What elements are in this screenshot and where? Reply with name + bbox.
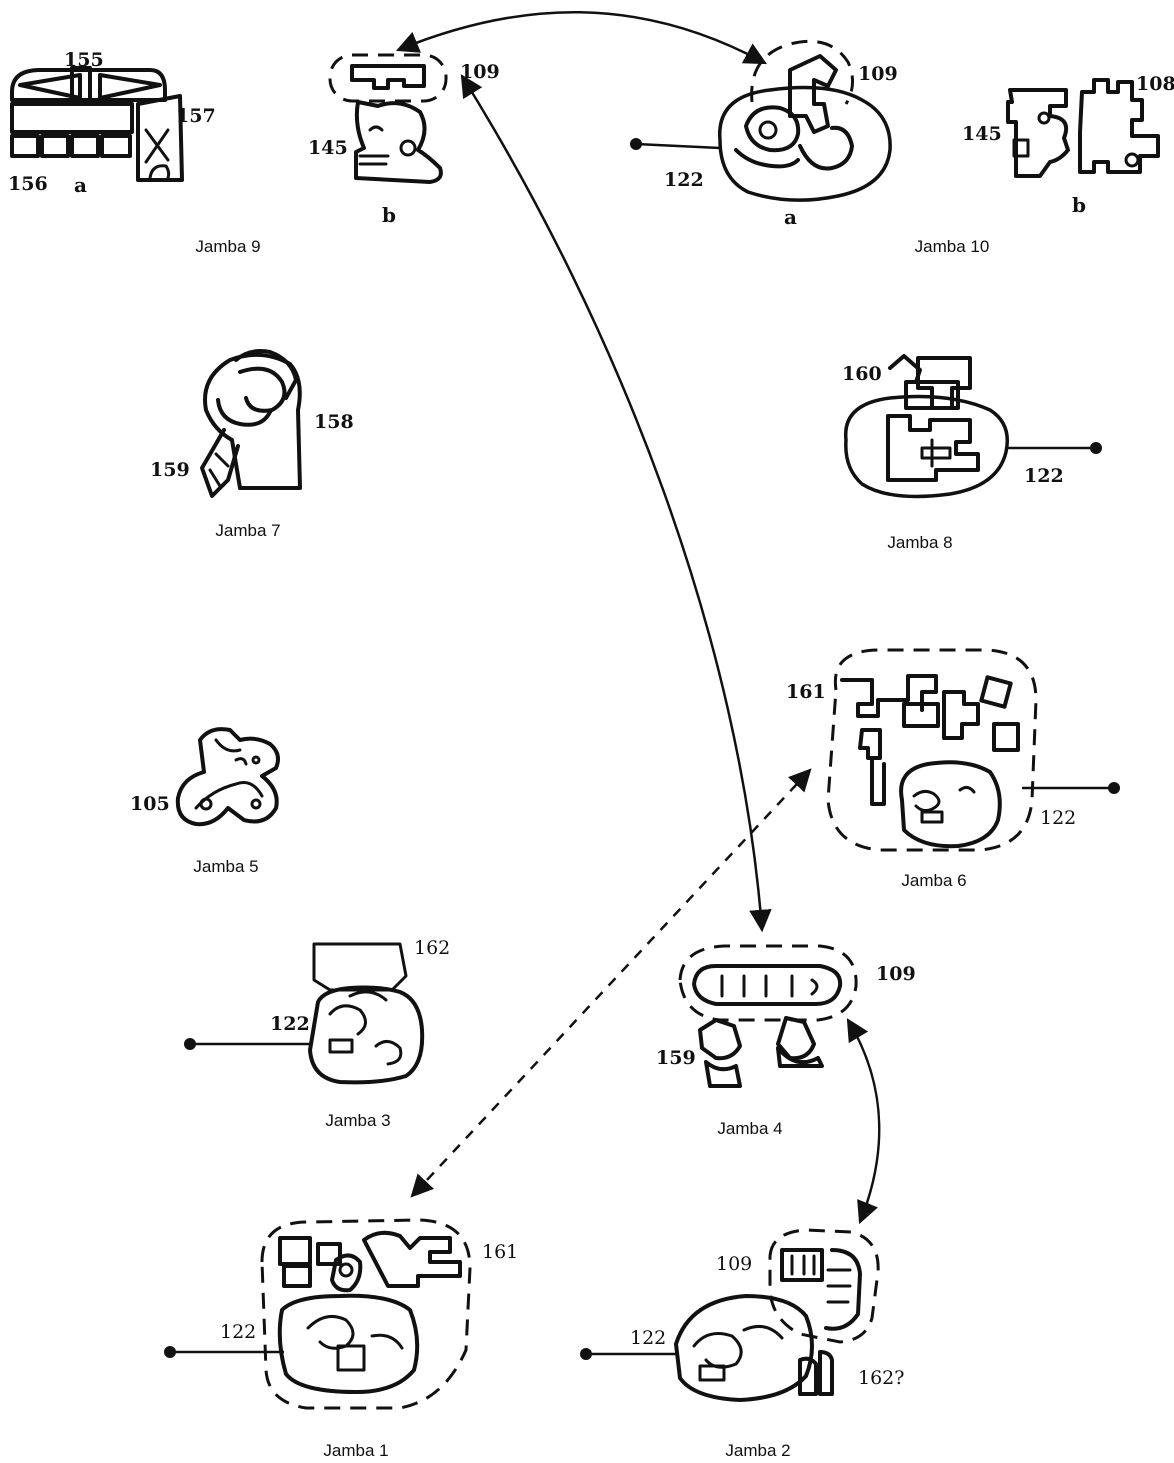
label-122: 122 (1024, 465, 1064, 487)
connector-9b-4 (462, 76, 762, 930)
caption-jamba-2: Jamba 2 (725, 1441, 790, 1460)
jamba-5: 105 Jamba 5 (130, 729, 278, 876)
jamba-10: 109 122 a 108 145 b Jamba 10 (630, 41, 1174, 256)
label-158: 158 (314, 411, 354, 433)
caption-jamba-5: Jamba 5 (193, 857, 258, 876)
label-109: 109 (716, 1253, 752, 1275)
label-145: 145 (308, 137, 348, 159)
label-159: 159 (656, 1047, 696, 1069)
glyph-3 (310, 944, 422, 1082)
caption-jamba-1: Jamba 1 (323, 1441, 388, 1460)
label-122: 122 (220, 1321, 256, 1343)
glyph-9b (330, 55, 446, 182)
glyph-7 (202, 351, 300, 496)
jamba-2: 109 122 162? Jamba 2 (580, 1230, 904, 1460)
label-159: 159 (150, 459, 190, 481)
connector-9b-10a (398, 12, 765, 63)
connector-dot (1108, 782, 1120, 794)
glyph-1 (262, 1220, 470, 1408)
glyph-4 (680, 946, 856, 1086)
label-156: 156 (8, 173, 48, 195)
glyph-5 (178, 729, 278, 824)
label-122: 122 (1040, 807, 1076, 829)
label-105: 105 (130, 793, 170, 815)
sublabel-10b: b (1072, 193, 1086, 217)
glyph-9a (12, 68, 182, 180)
sublabel-9b: b (382, 203, 396, 227)
label-162: 162 (414, 937, 450, 959)
label-122: 122 (630, 1327, 666, 1349)
label-160: 160 (842, 363, 882, 385)
jamba-6: 161 122 Jamba 6 (786, 650, 1120, 890)
label-122: 122 (664, 169, 704, 191)
label-145: 145 (962, 123, 1002, 145)
connector-dot (1090, 442, 1102, 454)
caption-jamba-10: Jamba 10 (915, 237, 990, 256)
label-161: 161 (786, 681, 826, 703)
caption-jamba-4: Jamba 4 (717, 1119, 782, 1138)
caption-jamba-3: Jamba 3 (325, 1111, 390, 1130)
sublabel-10a: a (784, 205, 797, 229)
caption-jamba-6: Jamba 6 (901, 871, 966, 890)
label-157: 157 (176, 105, 216, 127)
label-161: 161 (482, 1241, 518, 1263)
jamba-1: 161 122 Jamba 1 (164, 1220, 518, 1460)
label-109: 109 (460, 61, 500, 83)
glyph-6 (828, 650, 1036, 850)
connector-4-2 (848, 1020, 879, 1222)
label-122: 122 (270, 1013, 310, 1035)
glyph-2 (676, 1230, 878, 1400)
caption-jamba-7: Jamba 7 (215, 521, 280, 540)
label-109: 109 (858, 63, 898, 85)
caption-jamba-8: Jamba 8 (887, 533, 952, 552)
sublabel-9a: a (74, 173, 87, 197)
jamba-3: 162 122 Jamba 3 (184, 937, 450, 1130)
jamba-9: 155 157 156 a 109 145 b Jamba 9 (8, 49, 500, 256)
label-108: 108 (1136, 73, 1174, 95)
label-155: 155 (64, 49, 104, 71)
jamba-8: 160 122 Jamba 8 (842, 356, 1102, 552)
label-162: 162? (858, 1367, 904, 1389)
jamba-7: 158 159 Jamba 7 (150, 351, 354, 540)
jamba-4: 109 159 Jamba 4 (656, 946, 916, 1138)
label-109: 109 (876, 963, 916, 985)
caption-jamba-9: Jamba 9 (195, 237, 260, 256)
leader-line-122 (636, 144, 720, 148)
